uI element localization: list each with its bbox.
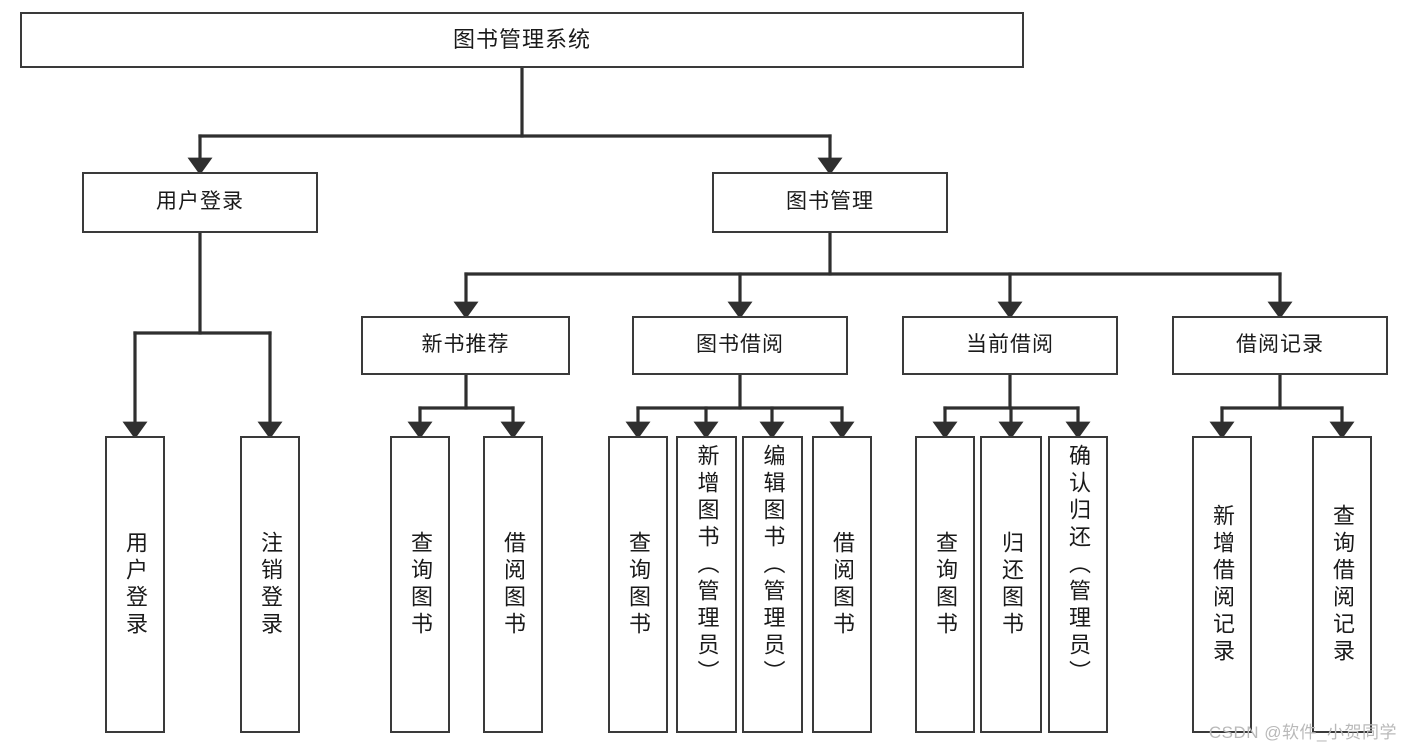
node-label: 借阅图书 [501,530,526,639]
leaf-borrow-edit-book-admin[interactable]: 编辑图书（管理员） [742,436,803,733]
leaf-current-confirm-return-admin[interactable]: 确认归还（管理员） [1048,436,1108,733]
leaf-borrow-borrow-book[interactable]: 借阅图书 [812,436,872,733]
node-label: 用户登录 [156,190,244,214]
node-label: 新书推荐 [421,333,510,357]
leaf-record-add-borrow-record[interactable]: 新增借阅记录 [1192,436,1252,733]
node-label: 查询图书 [626,530,651,639]
leaf-borrow-add-book-admin[interactable]: 新增图书（管理员） [676,436,737,733]
node-new-book-recommend[interactable]: 新书推荐 [361,316,570,375]
node-label: 当前借阅 [966,333,1054,357]
node-current-borrow[interactable]: 当前借阅 [902,316,1118,375]
csdn-watermark: CSDN @软件_小贺同学 [1208,723,1397,742]
leaf-borrow-query-book[interactable]: 查询图书 [608,436,668,733]
node-label: 借阅记录 [1236,333,1324,357]
leaf-newrec-borrow-book[interactable]: 借阅图书 [483,436,543,733]
node-label: 用户登录 [123,530,148,639]
node-label: 查询图书 [933,530,958,639]
leaf-current-return-book[interactable]: 归还图书 [980,436,1042,733]
node-label: 确认归还（管理员） [1066,444,1091,687]
leaf-user-logout[interactable]: 注销登录 [240,436,300,733]
node-label: 图书管理系统 [452,27,591,53]
node-label: 编辑图书（管理员） [760,444,786,687]
node-system-root[interactable]: 图书管理系统 [20,12,1024,68]
leaf-newrec-query-book[interactable]: 查询图书 [390,436,450,733]
node-book-management[interactable]: 图书管理 [712,172,948,233]
node-label: 归还图书 [999,530,1024,639]
node-label: 图书管理 [786,190,874,214]
node-label: 查询借阅记录 [1330,503,1355,666]
leaf-record-query-borrow-record[interactable]: 查询借阅记录 [1312,436,1372,733]
node-label: 注销登录 [258,530,283,639]
node-label: 图书借阅 [696,333,784,357]
node-label: 借阅图书 [830,530,855,639]
node-book-borrow[interactable]: 图书借阅 [632,316,848,375]
node-borrow-record[interactable]: 借阅记录 [1172,316,1388,375]
leaf-current-query-book[interactable]: 查询图书 [915,436,975,733]
node-user-login[interactable]: 用户登录 [82,172,318,233]
node-label: 新增借阅记录 [1210,503,1235,666]
node-label: 新增图书（管理员） [694,444,720,687]
node-label: 查询图书 [408,530,433,639]
leaf-user-login[interactable]: 用户登录 [105,436,165,733]
